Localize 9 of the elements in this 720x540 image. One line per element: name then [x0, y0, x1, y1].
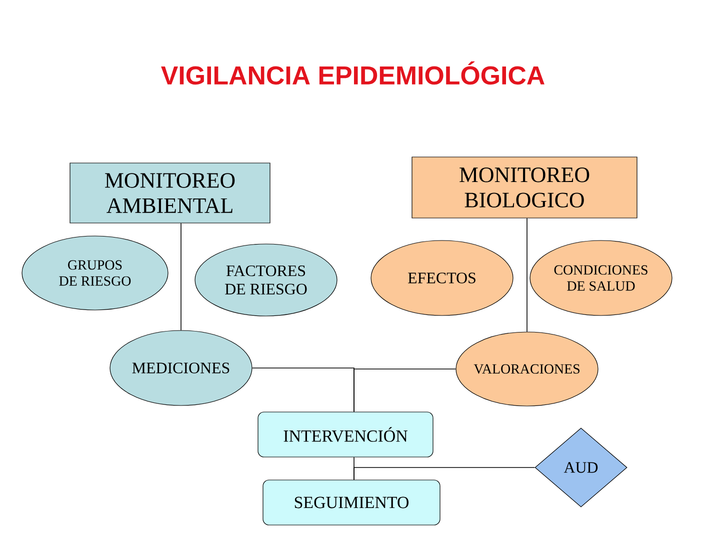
connector-line: [526, 218, 528, 332]
heading-box: MONITOREO AMBIENTAL: [70, 162, 270, 224]
heading-box: MONITOREO BIOLOGICO: [412, 156, 638, 218]
connector-line: [180, 222, 182, 331]
rounded-box: INTERVENCIÓN: [258, 412, 434, 458]
connector-line: [354, 467, 536, 480]
rounded-box: SEGUIMIENTO: [262, 480, 440, 526]
title: VIGILANCIA EPIDEMIOLÓGICA: [161, 61, 544, 85]
connector-line: [354, 368, 456, 412]
